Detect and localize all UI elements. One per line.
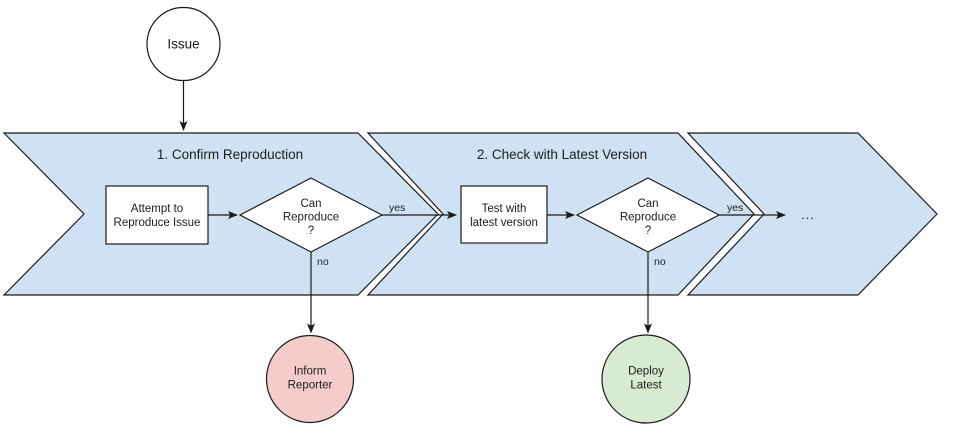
decision-1-label-line1: Can xyxy=(300,198,321,210)
start-node: Issue xyxy=(146,6,221,82)
continuation-band: ... xyxy=(686,132,938,296)
step-1-label-line2: Reproduce Issue xyxy=(114,217,201,229)
decision-2-label-line3: ? xyxy=(645,225,651,237)
decision-2-node: Can Reproduce ? xyxy=(575,177,721,253)
decision-1-label-line3: ? xyxy=(308,225,314,237)
outcome-2-label-line2: Latest xyxy=(630,380,662,392)
phase-1-chevron-shape xyxy=(2,132,439,296)
outcome-1-label-line2: Reporter xyxy=(288,380,333,392)
phase-1-title: 1. Confirm Reproduction xyxy=(157,147,303,162)
outcome-1-label-line1: Inform xyxy=(294,366,327,378)
step-1-node: Attempt to Reproduce Issue xyxy=(105,185,209,245)
decision-2-label-line1: Can xyxy=(637,198,658,210)
phase-2-band: 2. Check with Latest Version xyxy=(366,132,755,296)
outcome-2-node: Deploy Latest xyxy=(601,334,691,424)
step-1-rect-shape xyxy=(105,185,209,245)
step-1-label-line1: Attempt to xyxy=(131,203,183,215)
phase-2-title: 2. Check with Latest Version xyxy=(477,147,647,162)
outcome-2-circle-shape xyxy=(601,334,691,424)
continuation-label: ... xyxy=(801,207,815,222)
step-2-label-line2: latest version xyxy=(470,217,538,229)
decision-1-yes-label: yes xyxy=(389,202,405,214)
continuation-chevron-shape xyxy=(686,132,938,296)
step-2-label-line1: Test with xyxy=(482,203,527,215)
decision-1-label-line2: Reproduce xyxy=(283,212,339,224)
decision-2-no-label: no xyxy=(654,256,666,268)
phase-2-chevron-shape xyxy=(366,132,755,296)
decision-1-no-label: no xyxy=(317,256,329,268)
outcome-1-node: Inform Reporter xyxy=(265,334,355,424)
decision-2-label-line2: Reproduce xyxy=(620,212,676,224)
phase-1-band: 1. Confirm Reproduction xyxy=(2,132,439,296)
start-label: Issue xyxy=(167,37,199,52)
step-2-rect-shape xyxy=(460,185,548,244)
outcome-2-label-line1: Deploy xyxy=(628,366,664,378)
decision-2-yes-label: yes xyxy=(727,202,743,214)
step-2-node: Test with latest version xyxy=(460,185,548,244)
outcome-1-circle-shape xyxy=(265,334,355,424)
